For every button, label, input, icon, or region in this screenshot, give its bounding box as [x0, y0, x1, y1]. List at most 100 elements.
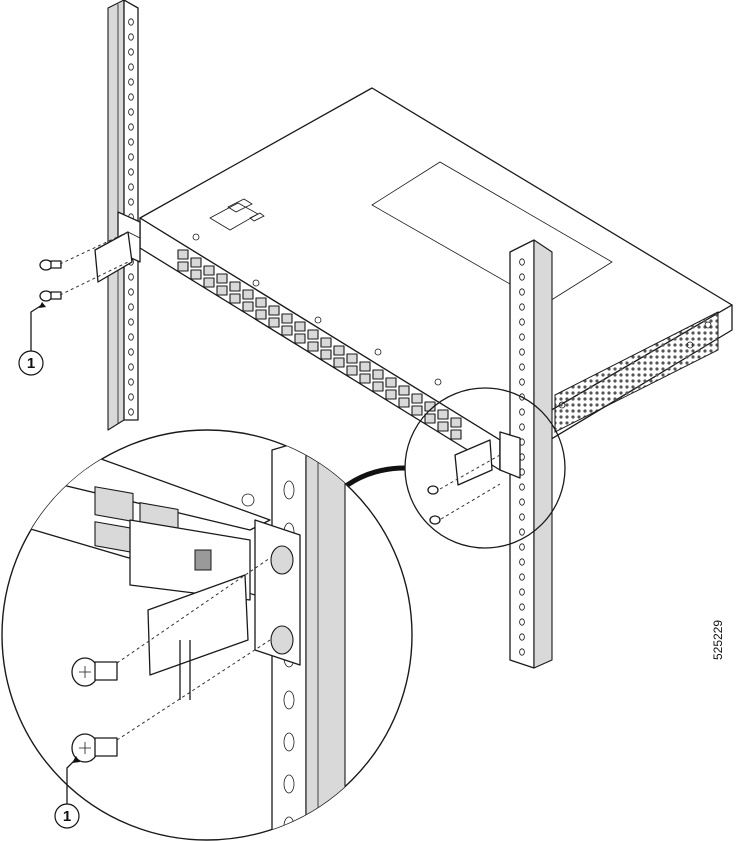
network-port — [385, 389, 397, 400]
network-port — [203, 277, 215, 288]
network-port — [424, 401, 436, 412]
network-port — [450, 429, 462, 440]
rail-hole — [128, 183, 134, 191]
network-port — [385, 377, 397, 388]
rail-hole — [519, 348, 525, 356]
network-port — [307, 329, 319, 340]
rail-hole — [519, 423, 525, 431]
network-port — [411, 393, 423, 404]
rail-hole — [519, 633, 525, 641]
detail-screw-upper — [71, 557, 271, 687]
rail-hole — [128, 48, 134, 56]
rail-hole — [128, 78, 134, 86]
network-port — [177, 261, 189, 272]
rail-hole — [128, 348, 134, 356]
rail-hole — [128, 408, 134, 416]
left-rail-holes — [128, 18, 134, 416]
rail-hole — [519, 618, 525, 626]
network-port — [346, 365, 358, 376]
left-mounting-bracket — [94, 211, 141, 283]
network-port — [307, 341, 319, 352]
network-port — [372, 369, 384, 380]
rail-hole — [128, 333, 134, 341]
rail-hole — [128, 138, 134, 146]
rail-hole — [519, 273, 525, 281]
right-rack-rail — [509, 239, 553, 669]
side-vent — [554, 311, 719, 433]
network-port — [437, 421, 449, 432]
rail-hole — [519, 258, 525, 266]
network-port — [320, 337, 332, 348]
rail-hole — [128, 198, 134, 206]
network-port — [294, 321, 306, 332]
network-port — [437, 409, 449, 420]
detail-zoom-view — [1, 429, 413, 841]
rail-hole — [128, 63, 134, 71]
network-port — [229, 293, 241, 304]
network-port — [398, 385, 410, 396]
network-port — [203, 265, 215, 276]
callout-bottom: 1 — [54, 756, 80, 829]
rail-hole — [128, 288, 134, 296]
network-port — [281, 313, 293, 324]
callout-top: 1 — [18, 302, 46, 376]
rail-hole — [283, 690, 295, 710]
right-rail-holes — [519, 258, 525, 656]
network-port — [242, 301, 254, 312]
svg-text:1: 1 — [63, 808, 71, 825]
network-port — [398, 397, 410, 408]
rail-hole — [283, 732, 295, 752]
rail-hole — [519, 483, 525, 491]
rail-hole — [128, 318, 134, 326]
network-port — [242, 289, 254, 300]
rail-hole — [519, 318, 525, 326]
left-screw-upper — [39, 231, 129, 271]
network-port — [359, 361, 371, 372]
network-port — [281, 325, 293, 336]
network-port — [255, 309, 267, 320]
network-port — [411, 405, 423, 416]
rail-hole — [519, 378, 525, 386]
rail-hole — [128, 378, 134, 386]
right-mounting-bracket — [427, 431, 521, 525]
network-port — [268, 305, 280, 316]
network-port — [255, 297, 267, 308]
rail-hole — [519, 573, 525, 581]
rail-hole — [283, 480, 295, 500]
network-port — [229, 281, 241, 292]
rail-hole — [128, 108, 134, 116]
rail-hole — [519, 648, 525, 656]
network-port — [268, 317, 280, 328]
rail-hole — [128, 153, 134, 161]
network-port — [424, 413, 436, 424]
rail-hole — [128, 18, 134, 26]
network-port — [177, 249, 189, 260]
rail-hole — [519, 498, 525, 506]
rail-hole — [519, 528, 525, 536]
network-port — [359, 373, 371, 384]
rail-hole — [519, 558, 525, 566]
router-chassis — [139, 87, 733, 471]
network-port — [333, 357, 345, 368]
network-port — [450, 417, 462, 428]
network-port — [216, 273, 228, 284]
left-rack-rail — [107, 0, 139, 431]
rail-hole — [519, 408, 525, 416]
rail-hole — [128, 393, 134, 401]
rail-hole — [519, 393, 525, 401]
rail-hole — [519, 603, 525, 611]
rail-hole — [128, 123, 134, 131]
network-port — [372, 381, 384, 392]
network-port — [190, 257, 202, 268]
figure-id: 525229 — [711, 620, 725, 660]
network-port — [320, 349, 332, 360]
network-port — [216, 285, 228, 296]
rail-hole — [128, 273, 134, 281]
network-port — [346, 353, 358, 364]
rail-hole — [283, 774, 295, 794]
detail-screw-lower — [71, 639, 271, 763]
rail-hole — [128, 93, 134, 101]
rail-hole — [519, 333, 525, 341]
front-port-panel — [177, 249, 462, 440]
